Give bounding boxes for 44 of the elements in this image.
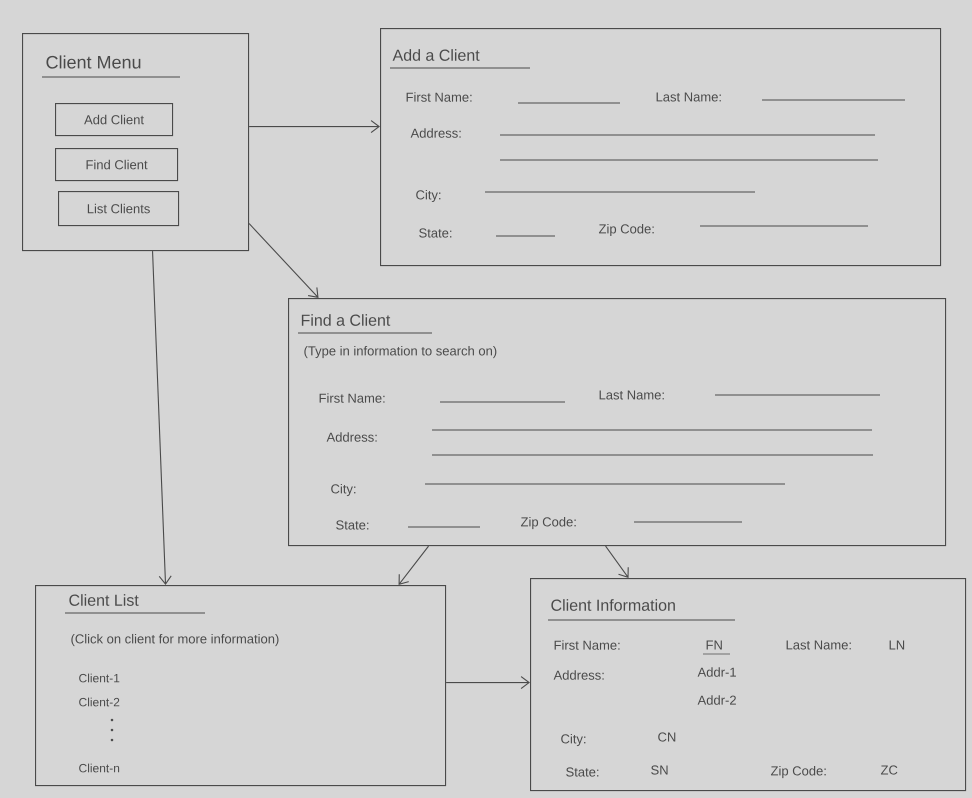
field-label: Zip Code:	[598, 224, 654, 236]
field-label: City:	[416, 190, 440, 202]
menu-button: Find Client	[55, 148, 178, 182]
instruction-text: (Type in information to search on)	[304, 346, 496, 358]
field-label: City:	[331, 484, 356, 496]
field-label: Zip Code:	[770, 766, 826, 778]
field-value: CN	[658, 732, 676, 742]
field-value: Addr-1	[698, 667, 736, 677]
list-item: Client-n	[79, 764, 120, 772]
field-value: SN	[651, 765, 668, 775]
arrow	[152, 251, 172, 585]
field-label: Last Name:	[786, 640, 851, 650]
screen-heading: Find a Client	[302, 314, 390, 326]
field-label: City:	[561, 734, 586, 746]
field-label: Zip Code:	[520, 516, 576, 530]
field-label: Address:	[410, 128, 461, 138]
field-label: Address:	[554, 670, 604, 680]
list-item: Client-2	[79, 698, 120, 706]
screen-heading: Client Information	[551, 599, 675, 611]
arrow	[249, 120, 380, 133]
field-label: State:	[419, 228, 452, 238]
arrow	[248, 223, 319, 298]
field-label: Address:	[326, 432, 377, 442]
screen-heading: Client Menu	[46, 55, 140, 69]
field-label: State:	[566, 767, 598, 777]
arrow	[446, 676, 530, 689]
field-label: State:	[336, 520, 368, 530]
list-item: Client-1	[79, 674, 120, 682]
field-label: Last Name:	[656, 92, 721, 102]
screen-heading: Client List	[69, 594, 139, 606]
menu-button: List Clients	[58, 191, 180, 226]
field-label: First Name:	[320, 393, 385, 403]
menu-button: Add Client	[55, 103, 174, 136]
instruction-text: (Click on client for more information)	[71, 634, 278, 646]
arrow	[398, 546, 429, 586]
arrow	[605, 546, 629, 578]
field-label: First Name:	[554, 640, 620, 650]
screen-heading: Add a Client	[392, 49, 480, 61]
field-value: FN	[706, 640, 722, 650]
field-label: Last Name:	[600, 390, 664, 400]
field-value: LN	[890, 640, 904, 650]
field-value: ZC	[880, 765, 898, 775]
field-label: First Name:	[406, 92, 472, 102]
field-value: Addr-2	[698, 695, 736, 705]
